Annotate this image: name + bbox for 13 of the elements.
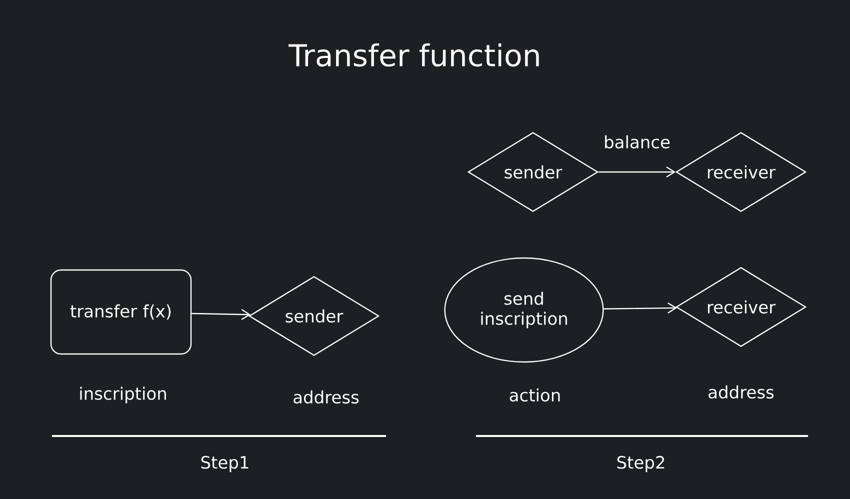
process-box: transfer f(x) — [50, 269, 192, 355]
arrow — [604, 302, 678, 314]
step-label: Step1 — [201, 456, 248, 472]
node-caption: inscription — [80, 386, 166, 404]
step-label: Step2 — [617, 456, 664, 472]
node-caption: action — [510, 388, 560, 402]
ellipse-node: send inscription — [444, 257, 604, 363]
edge-label: balance — [605, 135, 670, 148]
title: Transfer function — [288, 43, 539, 67]
arrow — [598, 166, 676, 178]
node-caption: address — [294, 390, 359, 404]
arrow — [192, 309, 251, 320]
node-caption: address — [708, 385, 774, 399]
